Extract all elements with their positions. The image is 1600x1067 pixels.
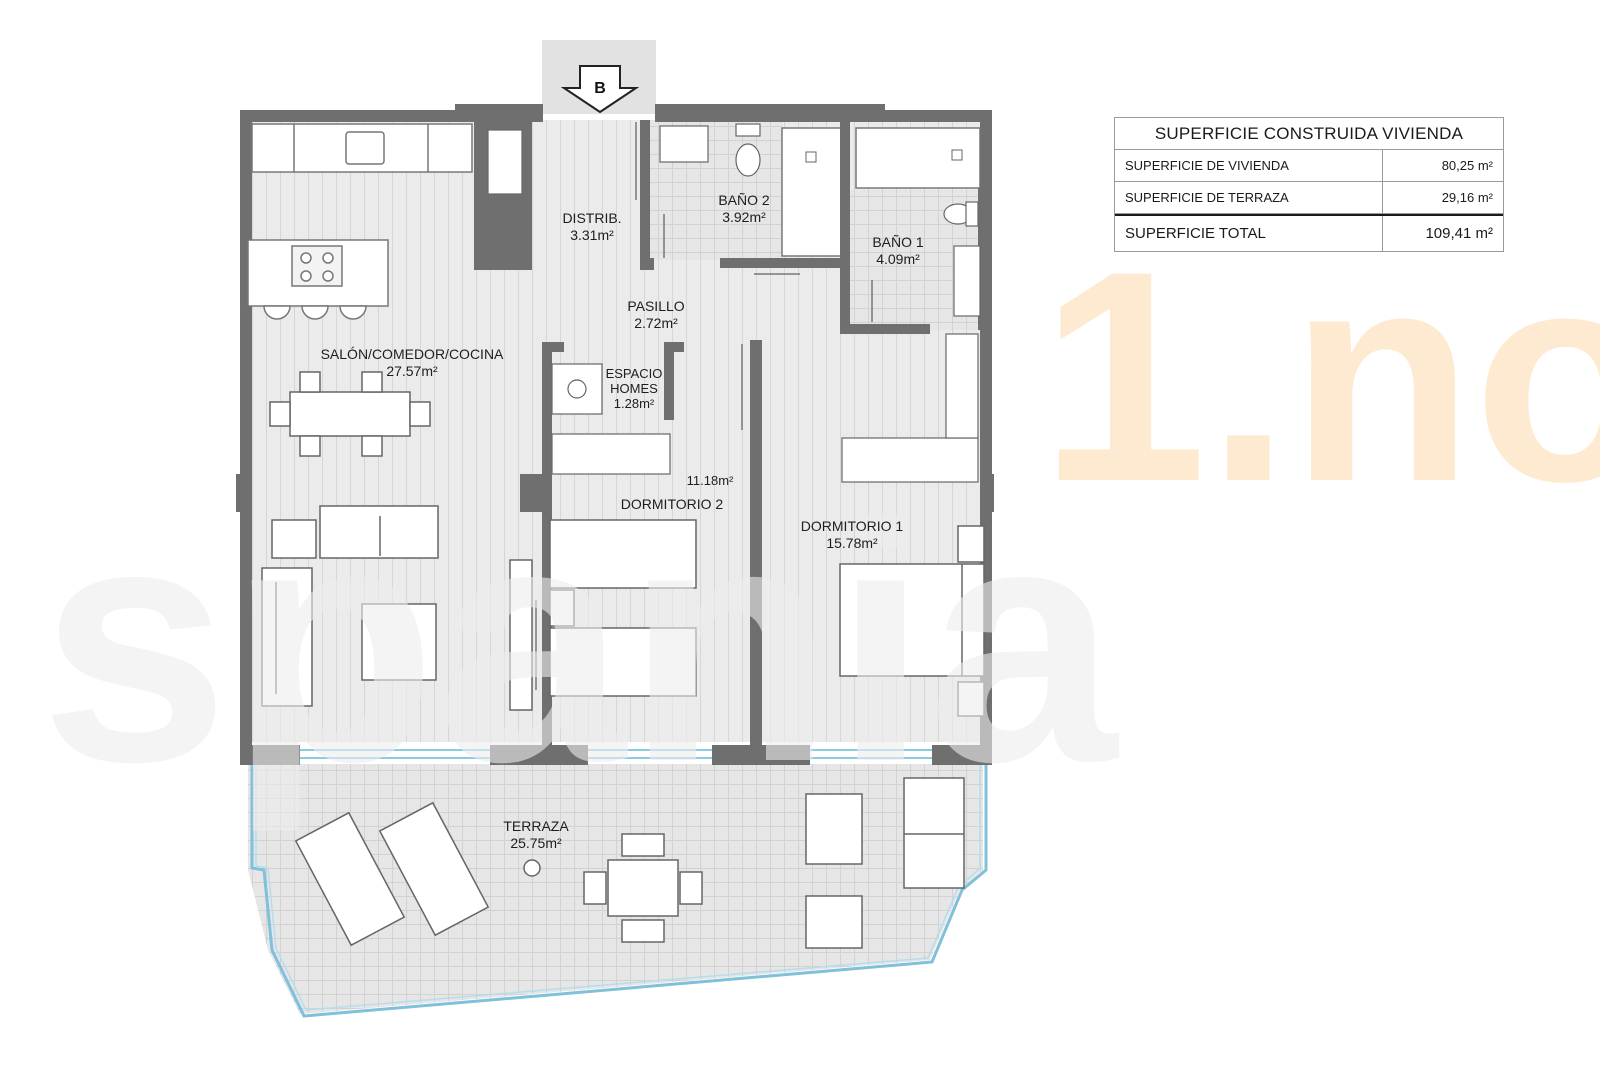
room-name: PASILLO (627, 298, 685, 314)
room-name: DISTRIB. (562, 210, 622, 226)
room-name-line2: HOMES (610, 381, 658, 396)
room-dorm2-name: DORMITORIO 2 (620, 496, 724, 512)
summary-title: SUPERFICIE CONSTRUIDA VIVIENDA (1115, 118, 1503, 150)
bano2-shower-drain (805, 151, 817, 163)
area-summary-table: SUPERFICIE CONSTRUIDA VIVIENDA SUPERFICI… (1114, 117, 1504, 252)
room-area: 27.57m² (386, 363, 438, 379)
room-name: BAÑO 1 (872, 234, 924, 250)
summary-row-value: 80,25 m² (1441, 158, 1493, 173)
living-room-furniture (261, 505, 533, 711)
terrace-railing-inner (255, 764, 981, 1011)
wardrobes (487, 129, 979, 483)
room-pasillo: PASILLO 2.72m² (627, 298, 684, 332)
room-area: 15.78m² (826, 535, 878, 551)
summary-row-label: SUPERFICIE DE VIVIENDA (1115, 150, 1383, 181)
room-salon: SALÓN/COMEDOR/COCINA 27.57m² (321, 346, 504, 380)
bano1-fixtures (943, 201, 981, 317)
room-area: 25.75m² (510, 835, 562, 851)
room-dorm2-area: 11.18m² (686, 473, 734, 488)
entry-arrow-icon (560, 65, 640, 114)
room-area: 3.92m² (722, 209, 766, 225)
room-bano1: BAÑO 1 4.09m² (872, 234, 923, 268)
summary-row-value: 29,16 m² (1441, 190, 1493, 205)
bano1-shower (855, 127, 981, 189)
terrace-railing (250, 764, 988, 1018)
summary-total-value: 109,41 m² (1425, 225, 1493, 242)
room-name: DORMITORIO 1 (800, 518, 904, 534)
room-area: 2.72m² (634, 315, 678, 331)
entry-marker: B (594, 80, 606, 97)
room-area: 1.28m² (613, 396, 655, 411)
room-name: TERRAZA (503, 818, 569, 834)
dormitorio1-bed (839, 525, 985, 717)
summary-row-total: SUPERFICIE TOTAL 109,41 m² (1115, 214, 1503, 251)
dining-table (269, 371, 431, 457)
room-name: BAÑO 2 (718, 192, 770, 208)
summary-row-terraza: SUPERFICIE DE TERRAZA 29,16 m² (1115, 182, 1503, 214)
espacio-homes-washer (551, 363, 603, 415)
room-distrib: DISTRIB. 3.31m² (562, 210, 621, 244)
room-bano2: BAÑO 2 3.92m² (718, 192, 769, 226)
room-area: 3.31m² (570, 227, 614, 243)
windows (300, 749, 932, 759)
terrace-furniture (294, 777, 965, 949)
summary-row-vivienda: SUPERFICIE DE VIVIENDA 80,25 m² (1115, 150, 1503, 182)
summary-total-label: SUPERFICIE TOTAL (1115, 216, 1383, 251)
dormitorio2-beds (549, 519, 697, 697)
summary-row-label: SUPERFICIE DE TERRAZA (1115, 182, 1383, 213)
kitchen (247, 123, 473, 320)
bano2-fixtures (659, 123, 761, 177)
bano1-shower-drain (951, 149, 963, 161)
room-espacio-homes: ESPACIO HOMES 1.28m² (606, 366, 663, 411)
room-name: SALÓN/COMEDOR/COCINA (320, 346, 504, 362)
room-terraza: TERRAZA 25.75m² (503, 818, 568, 852)
room-area: 4.09m² (876, 251, 920, 267)
room-dorm1: DORMITORIO 1 15.78m² (801, 518, 903, 552)
room-name-line1: ESPACIO (605, 366, 663, 381)
bano2-shower (781, 127, 845, 257)
doors (535, 122, 873, 690)
